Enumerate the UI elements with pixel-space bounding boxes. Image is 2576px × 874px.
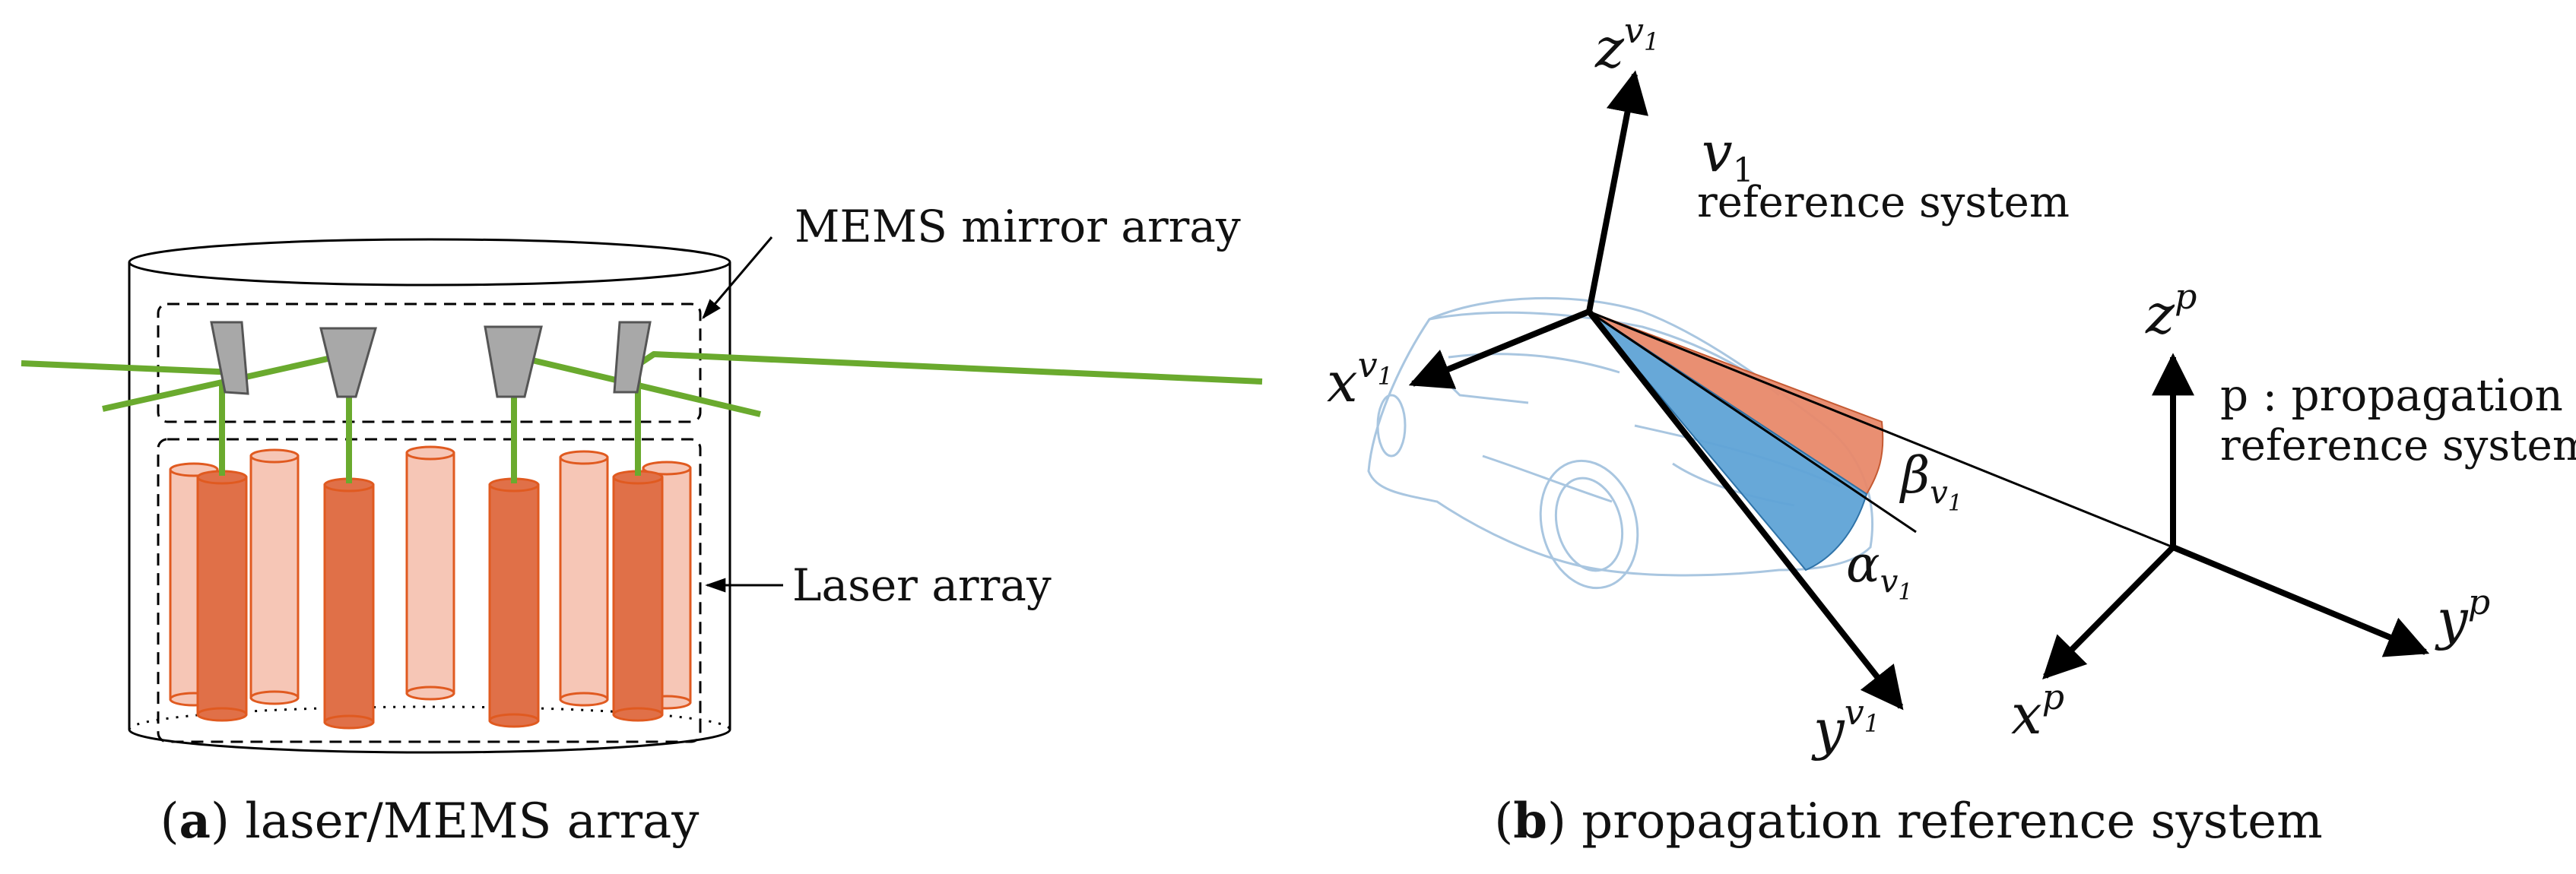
beta-angle-region: [1588, 311, 1884, 496]
label-z-p: zp: [2145, 276, 2197, 346]
laser-light-2: [249, 448, 300, 705]
laser-label: Laser array: [792, 559, 1052, 611]
laser-dark-2: [323, 477, 375, 730]
mirror-4: [613, 321, 652, 394]
caption-b-letter: b: [1513, 793, 1547, 850]
laser-dark-1: [196, 470, 248, 722]
mirror-3: [484, 325, 543, 398]
caption-b: (b) propagation reference system: [1494, 793, 2323, 850]
panel-a: MEMS mirror array Laser array (a) laser/…: [21, 201, 1263, 850]
axis-y-p: [2172, 544, 2430, 657]
mems-mirrors: [210, 321, 652, 398]
axis-y-v1: [1586, 309, 1904, 711]
beam-4: [635, 351, 1263, 476]
caption-a-text: laser/MEMS array: [245, 793, 699, 850]
label-y-v1: yv1: [1811, 692, 1880, 762]
v1-title: v1: [1702, 120, 1754, 190]
axis-z-v1: [1586, 70, 1648, 312]
caption-a-letter: a: [179, 793, 211, 850]
propagation-ray: [1588, 310, 2174, 549]
axis-x-v1: [1408, 309, 1591, 389]
beta-ray: [1588, 310, 1917, 534]
label-x-v1: xv1: [1327, 344, 1393, 414]
laser-array: [169, 445, 692, 730]
laser-light-3: [405, 445, 455, 701]
caption-b-text: propagation reference system: [1581, 793, 2323, 850]
alpha-angle-region: [1588, 311, 1868, 572]
label-z-v1: zv1: [1594, 10, 1659, 80]
laser-dark-4: [612, 470, 664, 722]
p-title: p : propagation: [2220, 369, 2563, 421]
mems-label: MEMS mirror array: [795, 201, 1241, 252]
laser-dark-3: [488, 477, 540, 728]
mems-label-arrow: [702, 236, 773, 320]
v1-subtitle: reference system: [1697, 178, 2070, 227]
label-y-p: yp: [2435, 581, 2490, 651]
mems-region-box: [157, 302, 702, 423]
mirror-1: [210, 321, 249, 395]
laser-light-4: [559, 450, 609, 707]
p-subtitle: reference system: [2220, 421, 2576, 470]
laser-region-box: [157, 438, 702, 743]
label-alpha: αv1: [1846, 535, 1912, 606]
caption-a: (a) laser/MEMS array: [160, 793, 700, 850]
axis-x-p: [2042, 545, 2175, 679]
panel-b: zv1 xv1 yv1 zp xp yp βv1 αv1 v1 referenc…: [1327, 10, 2576, 850]
label-beta: βv1: [1899, 446, 1962, 517]
mirror-2: [319, 327, 377, 398]
label-x-p: xp: [2011, 676, 2064, 746]
